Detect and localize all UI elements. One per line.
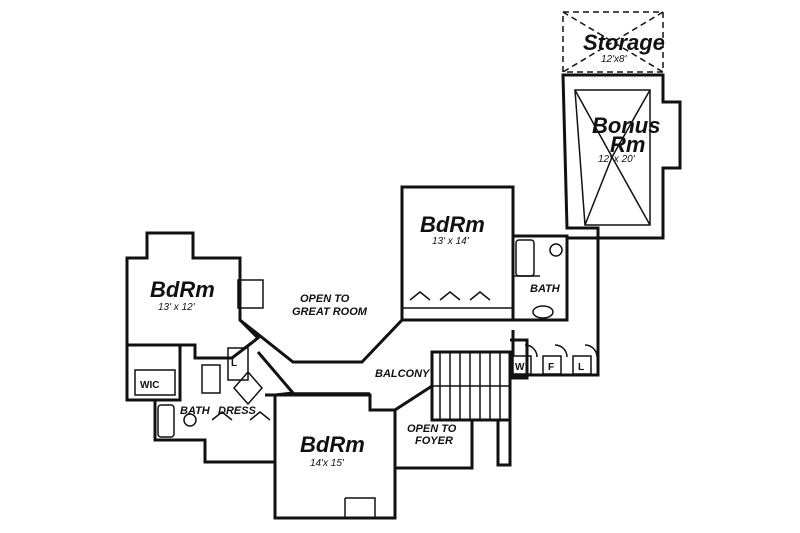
bedroom-center (400, 185, 515, 322)
bedroom-bottom-title: BdRm (300, 432, 365, 457)
balcony (239, 318, 404, 397)
bedroom-left (125, 231, 264, 360)
bath-left-label: BATH (180, 405, 211, 417)
bath-right (513, 234, 569, 322)
open-great-label-1: OPEN TO (300, 293, 350, 305)
washer-label: W (515, 362, 525, 373)
bedroom-left-size: 13' x 12' (158, 302, 196, 313)
dress-label: DRESS (218, 405, 257, 417)
bedroom-left-title: BdRm (150, 277, 215, 302)
balcony-label: BALCONY (375, 368, 431, 380)
open-great-label-2: GREAT ROOM (292, 306, 368, 318)
suite-left (125, 345, 277, 464)
bath-right-label: BATH (530, 283, 561, 295)
bonus-room (561, 73, 682, 240)
wic-label: WIC (140, 380, 159, 391)
bonus-title-line1: Bonus (592, 113, 660, 138)
bonus-size: 12' x 20' (598, 154, 636, 165)
freezer-label: F (548, 362, 554, 373)
bedroom-bottom (273, 393, 397, 520)
storage-area (562, 11, 664, 73)
bedroom-bottom-size: 14'x 15' (310, 458, 345, 469)
bedroom-center-size: 13' x 14' (432, 236, 470, 247)
linen-right-label: L (578, 362, 584, 373)
bonus-title-line2: Rm (610, 132, 645, 157)
storage-title: Storage (583, 30, 665, 55)
bedroom-center-title: BdRm (420, 212, 485, 237)
linen-left-label: L (231, 358, 237, 369)
open-foyer-label-1: OPEN TO (407, 423, 457, 435)
open-foyer-label-2: FOYER (415, 435, 453, 447)
storage-size: 12'x8' (601, 54, 628, 65)
